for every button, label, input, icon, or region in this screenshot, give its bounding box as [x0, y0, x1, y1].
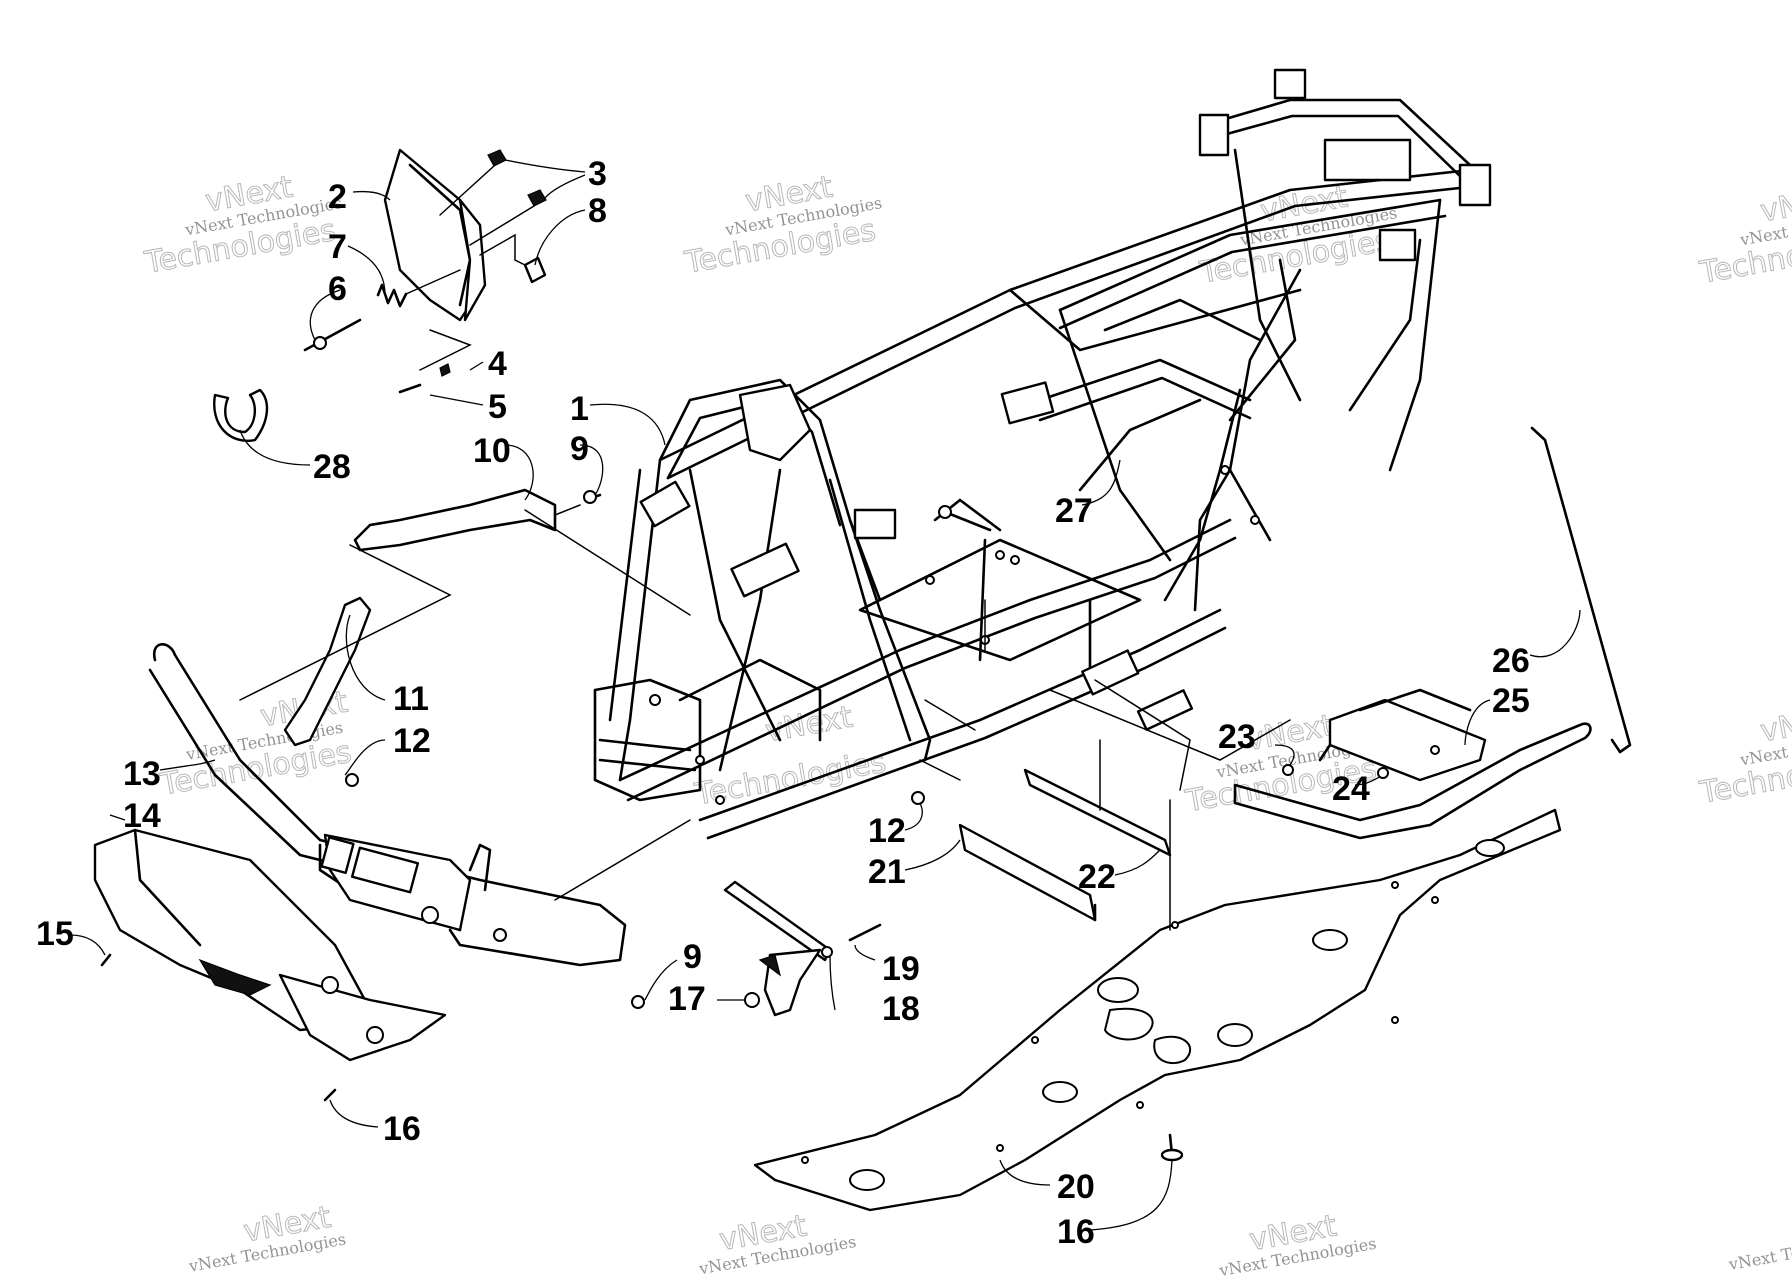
callout-25: 25: [1492, 682, 1530, 720]
foot-rail-right: [1023, 768, 1172, 857]
callout-13: 13: [123, 755, 161, 793]
callout-17: 17: [668, 980, 706, 1018]
watermark-10: vNext vNext Technologies: [697, 1208, 858, 1279]
callout-16-b: 16: [1057, 1213, 1095, 1251]
bulb-socket: [527, 189, 547, 207]
foot-rail-left: [958, 823, 1097, 922]
callout-24: 24: [1332, 770, 1370, 808]
washer: [439, 363, 451, 377]
rear-mount-assembly: [723, 880, 882, 1017]
callout-4: 4: [488, 345, 507, 383]
watermark-8: vNext vNext Technologies Technologies: [1696, 699, 1792, 811]
rubber-boot: [523, 256, 547, 284]
watermark-1: vNext vNext Technologies Technologies: [141, 169, 343, 281]
callout-20: 20: [1057, 1168, 1095, 1206]
bumper-support: [283, 596, 372, 747]
callout-27: 27: [1055, 492, 1093, 530]
rear-bumper: [1233, 688, 1592, 840]
callout-11: 11: [393, 680, 429, 718]
hardware-fasteners: [345, 764, 1389, 1009]
main-frame: [593, 68, 1492, 840]
callout-8: 8: [588, 192, 607, 230]
svg-text:vNext Technologies: vNext Technologies: [1726, 1228, 1792, 1274]
callout-23: 23: [1218, 718, 1256, 756]
adjuster-spring: [376, 283, 408, 308]
callout-19: 19: [882, 950, 920, 988]
skid-plate-bolt-holes: [801, 881, 1439, 1164]
callout-22: 22: [1078, 858, 1116, 896]
front-bumper: [148, 643, 627, 967]
watermark-9: vNext vNext Technologies: [187, 1199, 348, 1276]
callout-3: 3: [588, 155, 607, 193]
foot-rails: [958, 768, 1172, 922]
callout-6: 6: [328, 270, 347, 308]
watermark-4: vNext vNext Technologies Technologies: [1696, 179, 1792, 291]
headlight-assembly: [303, 148, 547, 394]
callout-1: 1: [570, 390, 589, 428]
callout-10: 10: [473, 432, 511, 470]
watermark-6: vNext Technologies: [691, 699, 889, 813]
belly-skid-plate: [753, 808, 1562, 1212]
explosion-lines: [239, 509, 1291, 931]
callout-16: 16: [383, 1110, 421, 1148]
headlight-lens: [458, 198, 487, 322]
front-skid-cover: [93, 828, 447, 1102]
support-rod: [1530, 426, 1632, 754]
callout-5: 5: [488, 388, 507, 426]
callout-21: 21: [868, 853, 906, 891]
watermark-11: vNext vNext Technologies: [1217, 1208, 1378, 1280]
callout-14: 14: [123, 797, 161, 835]
callout-12-b: 12: [868, 812, 906, 850]
callout-26: 26: [1492, 642, 1530, 680]
bulb-socket: [487, 149, 507, 167]
callout-2: 2: [328, 178, 347, 216]
callout-labels: 1 2 3 4 5 6 7 8 9 10 11 12 13 14 15 16 1…: [36, 155, 1530, 1251]
mounting-screw: [398, 383, 422, 394]
callout-9: 9: [570, 430, 589, 468]
watermark-12: vNext Technologies: [1726, 1228, 1792, 1274]
callout-15: 15: [36, 915, 74, 953]
watermark-2: vNext vNext Technologies Technologies: [681, 169, 883, 281]
callout-9-b: 9: [683, 938, 702, 976]
watermarks: vNext vNext Technologies Technologies vN…: [141, 169, 1792, 1280]
leader-lines: [69, 159, 1581, 1231]
clamp-band: [213, 388, 269, 442]
callout-18: 18: [882, 990, 920, 1028]
callout-7: 7: [328, 228, 347, 266]
callout-28: 28: [313, 448, 351, 486]
callout-12: 12: [393, 722, 431, 760]
front-bracket: [353, 488, 602, 552]
